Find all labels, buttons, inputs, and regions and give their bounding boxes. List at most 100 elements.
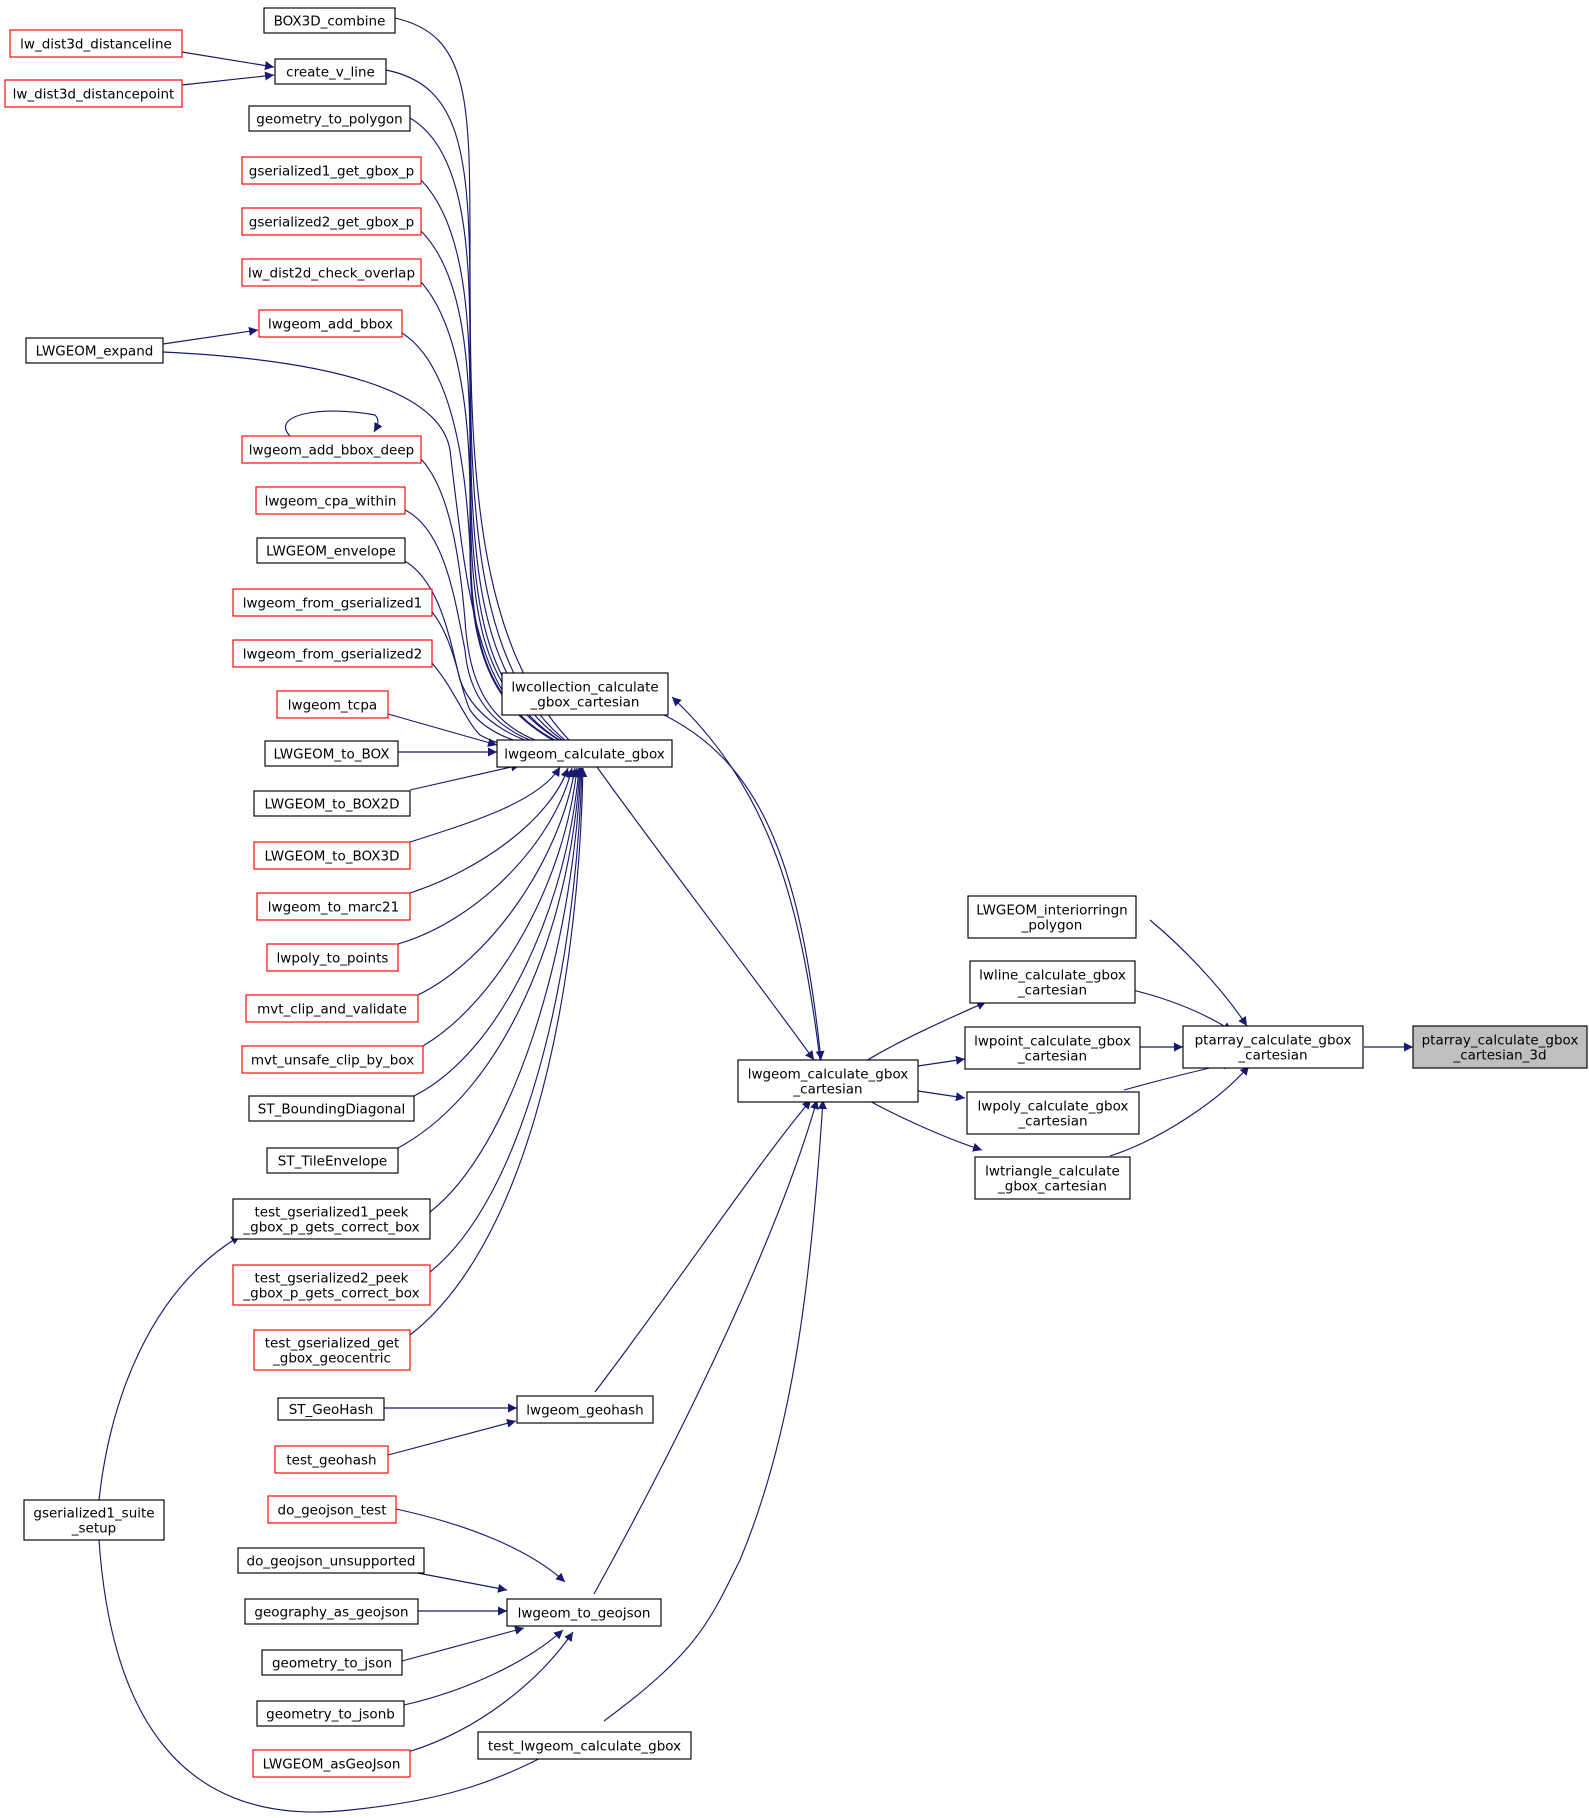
node-label: test_gserialized2_peek bbox=[255, 1271, 409, 1287]
node-label: LWGEOM_to_BOX3D bbox=[265, 849, 400, 865]
node-box bbox=[256, 892, 411, 921]
function-node[interactable]: lwline_calculate_gbox_cartesian bbox=[969, 960, 1136, 1004]
node-label: geometry_to_json bbox=[272, 1656, 392, 1672]
function-node[interactable]: geometry_to_json bbox=[261, 1649, 403, 1676]
node-label: BOX3D_combine bbox=[274, 14, 386, 30]
function-node[interactable]: mvt_unsafe_clip_by_box bbox=[241, 1045, 424, 1074]
function-node[interactable]: geometry_to_jsonb bbox=[256, 1700, 405, 1727]
function-node[interactable]: lwgeom_add_bbox bbox=[258, 309, 403, 338]
edge bbox=[1109, 1065, 1250, 1157]
function-node[interactable]: test_gserialized2_peek_gbox_p_gets_corre… bbox=[232, 1264, 431, 1306]
function-node[interactable]: LWGEOM_interiorringn_polygon bbox=[967, 895, 1137, 939]
node-label: test_geohash bbox=[286, 1453, 376, 1469]
node-label: geometry_to_polygon bbox=[256, 112, 402, 128]
node-label: LWGEOM_expand bbox=[36, 344, 154, 360]
function-node[interactable]: geometry_to_polygon bbox=[248, 105, 411, 132]
node-box bbox=[256, 1700, 405, 1727]
function-node[interactable]: ST_GeoHash bbox=[277, 1397, 385, 1421]
function-node[interactable]: test_geohash bbox=[274, 1445, 389, 1474]
node-label: gserialized1_get_gbox_p bbox=[249, 164, 415, 180]
function-node[interactable]: lwtriangle_calculate_gbox_cartesian bbox=[974, 1156, 1131, 1200]
node-label: geometry_to_jsonb bbox=[266, 1707, 395, 1723]
function-node[interactable]: test_gserialized_get_gbox_geocentric bbox=[253, 1329, 411, 1371]
node-label: do_geojson_test bbox=[278, 1503, 387, 1519]
function-node[interactable]: LWGEOM_expand bbox=[25, 337, 164, 364]
node-label: ST_GeoHash bbox=[289, 1402, 374, 1418]
node-label: ST_TileEnvelope bbox=[278, 1154, 387, 1170]
edge bbox=[397, 767, 584, 1149]
function-node[interactable]: lw_dist3d_distanceline bbox=[9, 29, 183, 58]
function-node[interactable]: lwpoly_calculate_gbox_cartesian bbox=[966, 1091, 1140, 1135]
node-box bbox=[241, 258, 422, 287]
function-node[interactable]: ptarray_calculate_gbox_cartesian_3d bbox=[1412, 1025, 1588, 1069]
function-node[interactable]: mvt_clip_and_validate bbox=[245, 994, 419, 1023]
node-box bbox=[244, 1598, 419, 1625]
function-node[interactable]: lwgeom_calculate_gbox bbox=[496, 739, 673, 768]
node-label: lwgeom_tcpa bbox=[288, 698, 377, 714]
node-box bbox=[274, 1445, 389, 1474]
node-label: LWGEOM_to_BOX2D bbox=[265, 797, 400, 813]
edge bbox=[409, 117, 582, 753]
node-box bbox=[267, 1495, 397, 1524]
edge bbox=[181, 51, 275, 70]
function-node[interactable]: lwgeom_to_marc21 bbox=[256, 892, 411, 921]
function-node[interactable]: test_lwgeom_calculate_gbox bbox=[477, 1731, 692, 1760]
function-node[interactable]: gserialized1_suite_setup bbox=[23, 1499, 165, 1541]
edge bbox=[409, 767, 570, 894]
function-node[interactable]: lwgeom_to_geojson bbox=[506, 1598, 662, 1627]
function-node[interactable]: LWGEOM_to_BOX3D bbox=[253, 841, 411, 870]
function-node[interactable]: LWGEOM_asGeoJson bbox=[252, 1749, 411, 1778]
node-box bbox=[248, 105, 411, 132]
function-node[interactable]: lw_dist3d_distancepoint bbox=[4, 79, 183, 108]
function-node[interactable]: ST_BoundingDiagonal bbox=[248, 1095, 415, 1122]
node-label: _setup bbox=[71, 1521, 117, 1537]
function-node[interactable]: ST_TileEnvelope bbox=[266, 1147, 399, 1174]
node-label: _gbox_p_gets_correct_box bbox=[242, 1220, 419, 1236]
edge bbox=[406, 1570, 508, 1593]
edge bbox=[422, 767, 581, 1047]
function-node[interactable]: ptarray_calculate_gbox_cartesian bbox=[1182, 1025, 1364, 1069]
node-box bbox=[969, 960, 1136, 1004]
function-node[interactable]: do_geojson_test bbox=[267, 1495, 397, 1524]
edge bbox=[413, 767, 583, 1097]
node-label: lwgeom_add_bbox_deep bbox=[249, 443, 414, 459]
function-node[interactable]: lwcollection_calculate_gbox_cartesian bbox=[501, 672, 669, 716]
function-node[interactable]: test_gserialized1_peek_gbox_p_gets_corre… bbox=[232, 1198, 431, 1240]
node-box bbox=[274, 58, 387, 85]
node-box bbox=[258, 309, 403, 338]
function-node[interactable]: lwpoint_calculate_gbox_cartesian bbox=[964, 1026, 1141, 1070]
node-box bbox=[241, 207, 422, 236]
function-node[interactable]: lwgeom_from_gserialized2 bbox=[232, 639, 433, 668]
node-label: test_lwgeom_calculate_gbox bbox=[488, 1739, 681, 1755]
function-node[interactable]: lwgeom_add_bbox_deep bbox=[241, 435, 422, 464]
node-box bbox=[737, 1059, 919, 1103]
node-box bbox=[252, 1749, 411, 1778]
function-node[interactable]: lwgeom_cpa_within bbox=[255, 486, 406, 515]
node-label: ptarray_calculate_gbox bbox=[1422, 1033, 1579, 1049]
edge bbox=[397, 767, 575, 945]
function-node[interactable]: LWGEOM_envelope bbox=[256, 537, 406, 564]
node-label: gserialized1_suite bbox=[33, 1506, 154, 1522]
function-node[interactable]: lwgeom_from_gserialized1 bbox=[232, 588, 433, 617]
node-label: mvt_unsafe_clip_by_box bbox=[251, 1053, 414, 1069]
function-node[interactable]: lwgeom_geohash bbox=[516, 1395, 654, 1424]
node-box bbox=[964, 1026, 1141, 1070]
function-node[interactable]: lwpoly_to_points bbox=[266, 943, 399, 972]
function-node[interactable]: gserialized2_get_gbox_p bbox=[241, 207, 422, 236]
function-node[interactable]: lwgeom_calculate_gbox_cartesian bbox=[737, 1059, 919, 1103]
node-label: _gbox_geocentric bbox=[272, 1351, 391, 1367]
function-node[interactable]: do_geojson_unsupported bbox=[237, 1547, 425, 1574]
edge bbox=[865, 1001, 987, 1062]
function-node[interactable]: geography_as_geojson bbox=[244, 1598, 419, 1625]
node-box bbox=[232, 639, 433, 668]
function-node[interactable]: lw_dist2d_check_overlap bbox=[241, 258, 422, 287]
function-node[interactable]: LWGEOM_to_BOX bbox=[264, 740, 399, 767]
edge bbox=[98, 1235, 241, 1501]
function-node[interactable]: LWGEOM_to_BOX2D bbox=[253, 790, 411, 817]
function-node[interactable]: lwgeom_tcpa bbox=[276, 690, 389, 719]
edge bbox=[596, 766, 815, 1061]
function-node[interactable]: gserialized1_get_gbox_p bbox=[241, 156, 422, 185]
function-node[interactable]: BOX3D_combine bbox=[263, 7, 396, 34]
function-node[interactable]: create_v_line bbox=[274, 58, 387, 85]
edge bbox=[657, 711, 825, 1061]
